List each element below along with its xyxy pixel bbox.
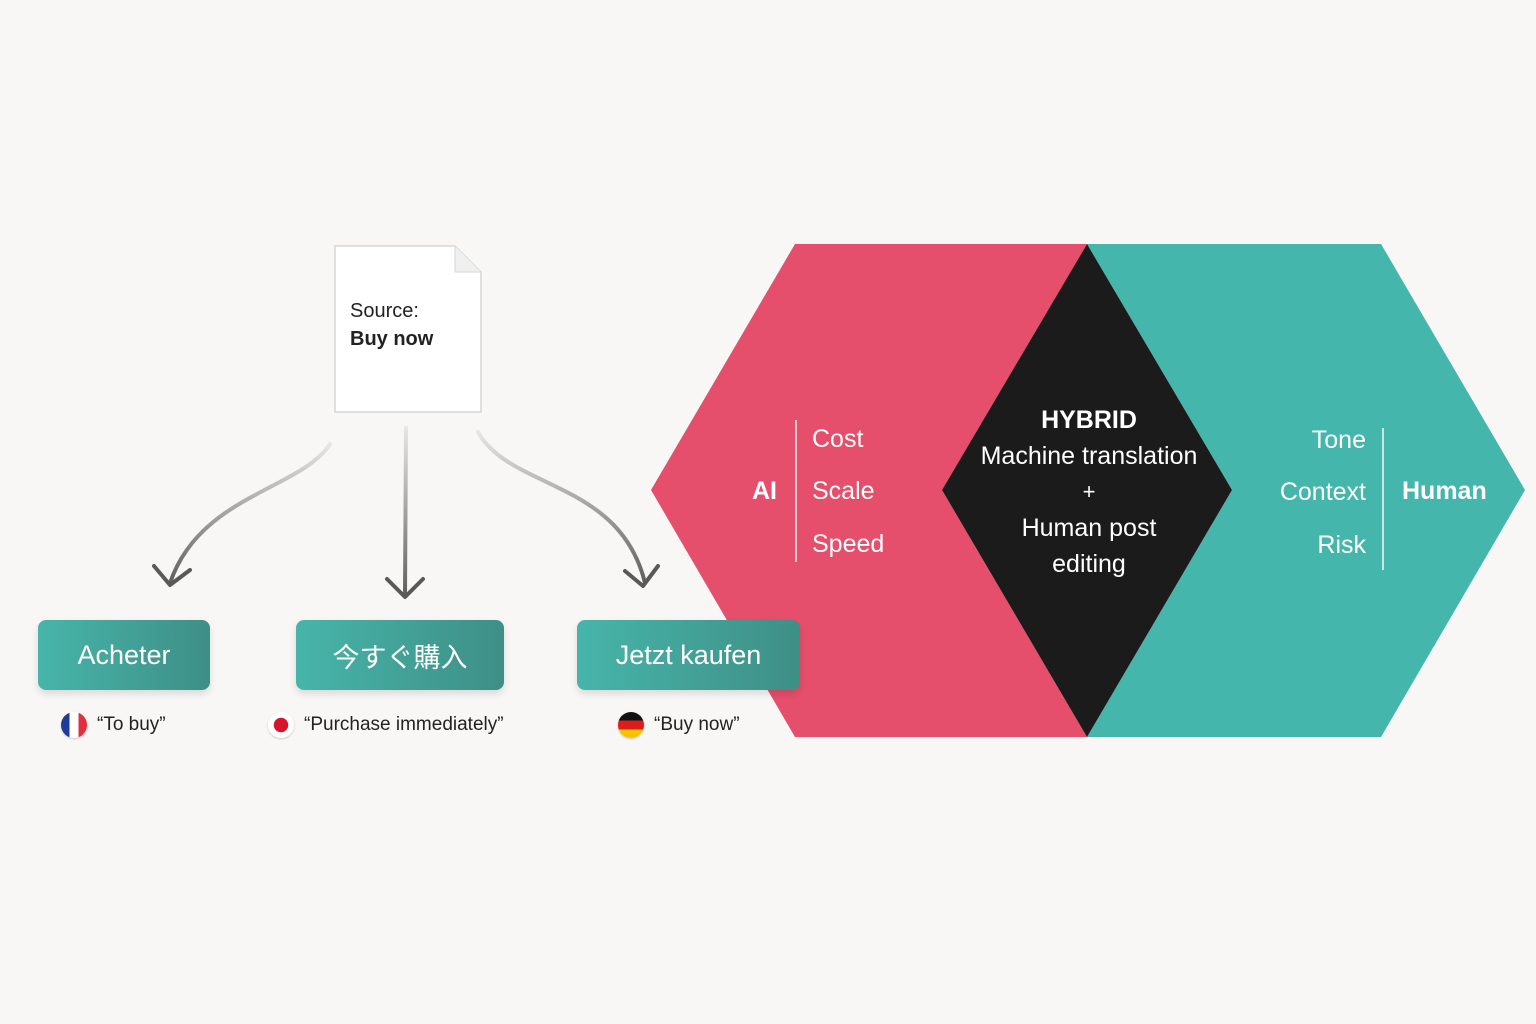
ai-divider	[795, 420, 797, 562]
ai-item-cost: Cost	[812, 425, 864, 453]
source-document: Source: Buy now	[334, 245, 482, 413]
human-item-tone: Tone	[1311, 426, 1366, 454]
arrow-left-head	[152, 564, 192, 587]
human-panel	[1087, 244, 1525, 737]
arrow-left	[168, 442, 332, 585]
caption-german: “Buy now”	[618, 712, 740, 738]
translation-french: Acheter	[38, 620, 210, 690]
arrow-right-head	[623, 564, 660, 588]
arrow-center-head	[385, 577, 425, 599]
human-items: Tone Context Risk	[1260, 425, 1366, 560]
flag-germany-icon	[618, 712, 644, 738]
ai-label: AI	[752, 477, 777, 505]
caption-french: “To buy”	[61, 712, 166, 738]
hybrid-line3: editing	[1052, 550, 1126, 578]
source-label: Source:	[350, 300, 419, 322]
caption-japanese: “Purchase immediately”	[268, 712, 504, 738]
hybrid-diamond	[942, 244, 1232, 737]
human-divider	[1382, 428, 1384, 570]
human-label: Human	[1402, 477, 1487, 505]
flag-france-icon	[61, 712, 87, 738]
human-item-context: Context	[1279, 478, 1366, 506]
caption-japanese-text: “Purchase immediately”	[304, 714, 504, 735]
source-value: Buy now	[350, 328, 434, 350]
hybrid-plus: +	[1082, 479, 1096, 504]
arrow-center	[403, 426, 408, 597]
caption-french-text: “To buy”	[97, 714, 166, 735]
translation-japanese: 今すぐ購入	[296, 620, 504, 690]
ai-item-scale: Scale	[812, 477, 875, 505]
hybrid-line2: Human post	[1021, 514, 1157, 542]
hybrid-text: HYBRID Machine translation + Human post …	[962, 402, 1216, 582]
document-icon	[334, 245, 482, 413]
hybrid-title: HYBRID	[1041, 406, 1137, 434]
ai-panel	[651, 244, 1087, 737]
ai-item-speed: Speed	[812, 530, 885, 558]
hybrid-line1: Machine translation	[980, 442, 1198, 470]
arrow-right	[476, 430, 647, 585]
human-item-risk: Risk	[1317, 531, 1366, 559]
caption-german-text: “Buy now”	[654, 714, 740, 735]
translation-german: Jetzt kaufen	[577, 620, 800, 690]
flag-japan-icon	[268, 712, 294, 738]
